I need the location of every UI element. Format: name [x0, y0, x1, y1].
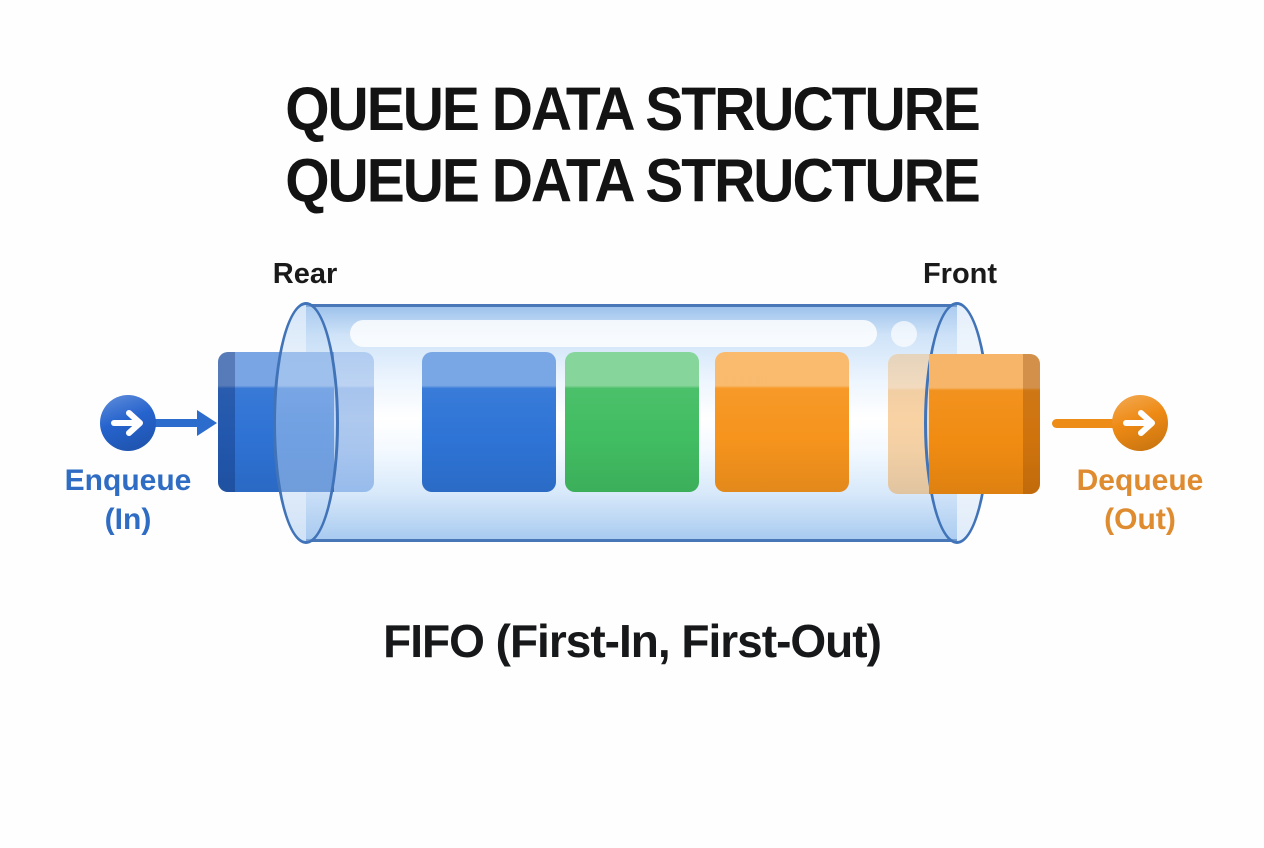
enqueue-arrowhead-icon: [197, 410, 217, 436]
enqueue-label-line-1: Enqueue: [64, 464, 192, 497]
cylinder-gloss-dot: [891, 321, 917, 347]
queue-block-5-inner-fade: [888, 354, 930, 494]
enqueue-label: Enqueue (In): [18, 461, 238, 539]
queue-block-1-inner-fade: [332, 352, 374, 492]
right-arrow-icon: [111, 410, 143, 436]
queue-block-2: [422, 352, 556, 492]
rear-label: Rear: [272, 258, 338, 290]
queue-block-3: [565, 352, 699, 492]
block-side-face: [1023, 354, 1040, 494]
page-title: QUEUE DATA STRUCTURE QUEUE DATA STRUCTUR…: [0, 74, 1264, 217]
front-label: Front: [922, 258, 998, 290]
enqueue-label-line-2: (In): [104, 503, 152, 536]
cylinder-gloss-highlight: [350, 320, 877, 347]
cylinder-rear-rim: [273, 302, 339, 544]
fifo-caption: FIFO (First-In, First-Out): [383, 615, 882, 667]
title-line-2: QUEUE DATA STRUCTURE: [285, 146, 981, 216]
dequeue-connector-line: [1052, 419, 1118, 428]
right-arrow-icon: [1123, 410, 1155, 436]
enqueue-connector-line: [155, 419, 199, 427]
queue-block-5: [929, 354, 1040, 494]
enqueue-arrow-icon: [100, 395, 156, 451]
dequeue-label-line-1: Dequeue: [1076, 464, 1204, 497]
block-side-face: [218, 352, 235, 492]
dequeue-label-line-2: (Out): [1104, 503, 1176, 536]
title-line-1: QUEUE DATA STRUCTURE: [285, 75, 981, 145]
dequeue-label: Dequeue (Out): [1030, 461, 1250, 539]
dequeue-arrow-icon: [1112, 395, 1168, 451]
queue-block-4: [715, 352, 849, 492]
